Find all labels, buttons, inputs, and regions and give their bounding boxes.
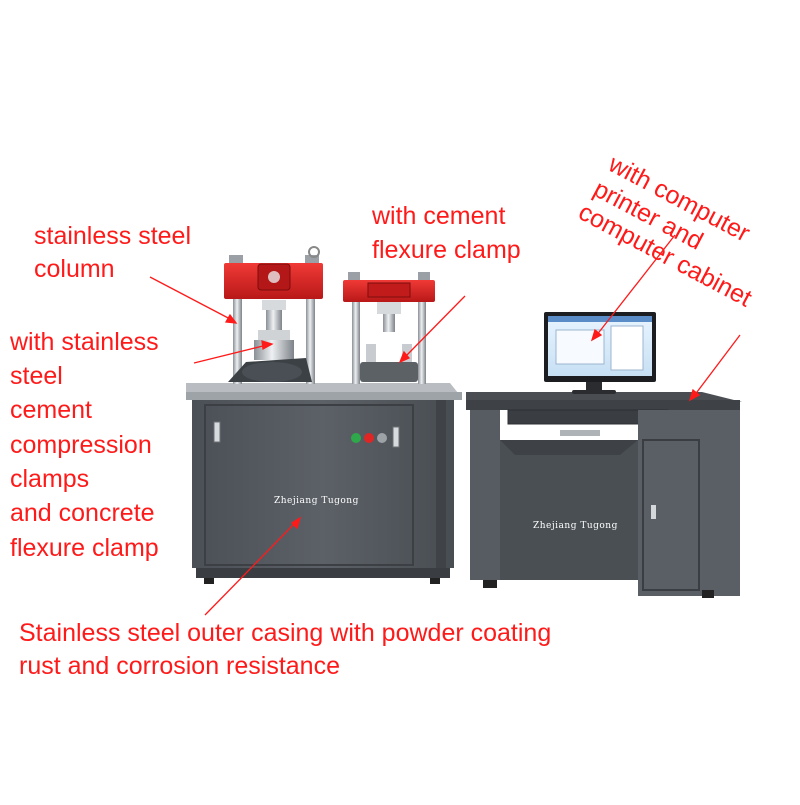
- label-line: with cement: [372, 202, 506, 230]
- computer-monitor: [544, 312, 656, 394]
- annotation-arrows: [149, 234, 741, 616]
- label-line: flexure clamp: [372, 236, 521, 264]
- machine-brand-label: Zhejiang Tugong: [274, 496, 359, 506]
- label-line: Stainless steel outer casing with powder…: [19, 619, 552, 647]
- label-line: clamps: [10, 465, 90, 493]
- label-line: with stainless: [10, 328, 159, 356]
- label-line: and concrete: [10, 499, 155, 527]
- label-line: compression: [10, 431, 152, 459]
- label-line: stainless steel: [34, 222, 192, 250]
- label-line: rust and corrosion resistance: [19, 652, 340, 680]
- computer-cabinet: [466, 392, 742, 598]
- label-line: flexure clamp: [10, 534, 159, 562]
- compression-frame: [224, 246, 323, 384]
- cabinet-brand-label: Zhejiang Tugong: [533, 521, 618, 531]
- machine-cabinet: [186, 383, 462, 584]
- flexure-frame: [343, 272, 435, 384]
- label-line: steel: [10, 362, 63, 390]
- label-line: cement: [10, 396, 92, 424]
- label-line: column: [34, 255, 115, 283]
